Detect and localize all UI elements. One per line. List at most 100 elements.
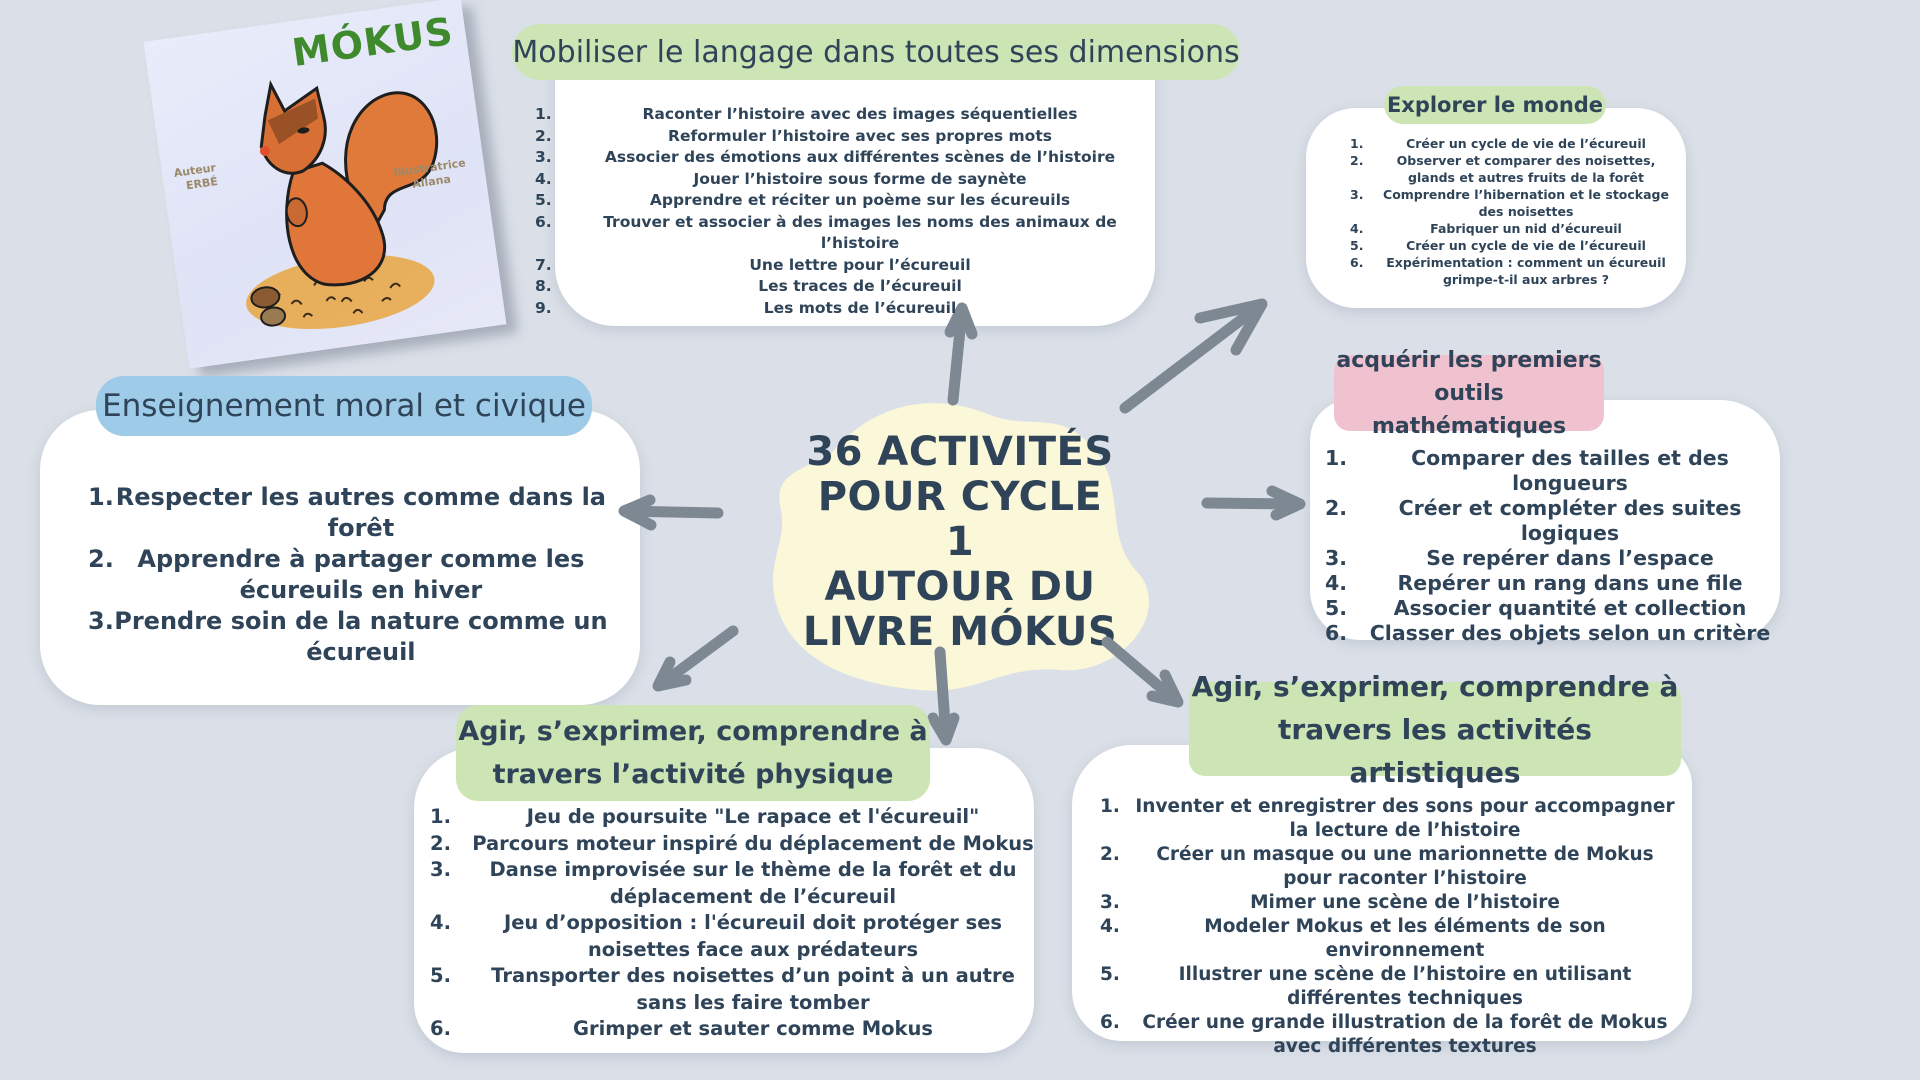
item-number: 7. <box>535 255 552 274</box>
item-number: 4. <box>430 911 451 934</box>
item-text: Transporter des noisettes d’un point à u… <box>491 964 1015 1014</box>
item-number: 9. <box>535 298 552 317</box>
item-number: 5. <box>1350 238 1364 253</box>
item-number: 8. <box>535 277 552 295</box>
center-title-line: LIVRE MÓKUS <box>802 609 1118 655</box>
item-text: Respecter les autres comme dans la forêt <box>115 483 607 542</box>
item-number: 6. <box>535 212 552 231</box>
arrow-up-icon <box>944 302 978 406</box>
explorer-title: Explorer le monde <box>1386 93 1604 117</box>
list-item: 1.Respecter les autres comme dans la for… <box>88 482 608 544</box>
artistiques-title-line: Agir, s’exprimer, comprendre à <box>1191 669 1679 703</box>
item-text: Créer un cycle de vie de l’écureuil <box>1406 136 1646 151</box>
artistiques-card <box>1072 745 1692 1041</box>
item-text: Apprendre et réciter un poème sur les éc… <box>649 191 1071 209</box>
langage-title: Mobiliser le langage dans toutes ses dim… <box>512 34 1240 70</box>
item-text: Observer et comparer des noisettes, glan… <box>1396 153 1656 185</box>
item-text: Créer et compléter des suites logiques <box>1398 496 1742 545</box>
center-blob <box>772 403 1149 691</box>
item-text: Les mots de l’écureuil <box>763 298 957 317</box>
list-item: 4.Jeu d’opposition : l'écureuil doit pro… <box>420 910 1036 963</box>
item-text: Raconter l’histoire avec des images séqu… <box>642 105 1078 123</box>
arrow-down-icon <box>927 646 960 746</box>
center-title-line: POUR CYCLE 1 <box>817 474 1103 565</box>
item-text: Associer des émotions aux différentes sc… <box>604 148 1116 166</box>
list-item: 7. Une lettre pour l’écureuil <box>535 255 1175 277</box>
item-number: 2. <box>535 126 552 145</box>
item-number: 5. <box>1325 596 1348 620</box>
item-text: Créer une grande illustration de la forê… <box>1142 1012 1668 1057</box>
moral-list: 1.Respecter les autres comme dans la for… <box>88 482 608 668</box>
item-text: Se repérer dans l’espace <box>1426 546 1714 570</box>
item-number: 3. <box>1100 892 1120 913</box>
center-title-line: AUTOUR DU <box>824 564 1096 610</box>
center-title: 36 ACTIVITÉS POUR CYCLE 1 AUTOUR DU LIVR… <box>800 430 1120 655</box>
item-text: Danse improvisée sur le thème de la forê… <box>489 858 1017 908</box>
explorer-list: 1. Créer un cycle de vie de l’écureuil 2.… <box>1350 135 1680 288</box>
item-text: Une lettre pour l’écureuil <box>749 255 971 274</box>
item-number: 5. <box>535 191 552 209</box>
item-text: Illustrer une scène de l’histoire en uti… <box>1178 964 1632 1009</box>
item-number: 6. <box>1325 621 1348 645</box>
item-text: Reformuler l’histoire avec ses propres m… <box>668 126 1052 145</box>
list-item: 1. Comparer des tailles et des longueurs <box>1325 446 1775 496</box>
list-item: 3.Comprendre l’hibernation et le stockag… <box>1350 186 1680 220</box>
artistiques-title-line: travers les activités artistiques <box>1278 712 1592 789</box>
explorer-title-pill: Explorer le monde <box>1384 86 1606 124</box>
physique-title-line: Agir, s’exprimer, comprendre à <box>458 716 928 747</box>
list-item: 5. Apprendre et réciter un poème sur les … <box>535 190 1175 212</box>
list-item: 3.Prendre soin de la nature comme un écu… <box>88 606 608 668</box>
maths-title-line: outils mathématiques <box>1371 380 1567 439</box>
list-item: 5.Créer un cycle de vie de l’écureuil <box>1350 237 1680 254</box>
moral-title-pill: Enseignement moral et civique <box>96 376 592 436</box>
item-number: 1. <box>1350 136 1364 151</box>
list-item: 3. Se repérer dans l’espace <box>1325 546 1775 571</box>
item-text: Mimer une scène de l’histoire <box>1250 892 1560 913</box>
center-blob-shape <box>772 403 1149 691</box>
item-number: 1. <box>88 483 114 511</box>
item-number: 3. <box>535 148 552 166</box>
list-item: 4. Fabriquer un nid d’écureuil <box>1350 220 1680 237</box>
item-number: 1. <box>535 105 552 123</box>
physique-title-pill: Agir, s’exprimer, comprendre à travers l… <box>456 705 930 801</box>
langage-card <box>555 68 1155 326</box>
list-item: 4.Repérer un rang dans une file <box>1325 571 1775 596</box>
item-number: 5. <box>1100 964 1120 985</box>
list-item: 5.Associer quantité et collection <box>1325 596 1775 621</box>
item-number: 4. <box>535 169 552 188</box>
item-number: 4. <box>1350 221 1364 236</box>
langage-title-pill: Mobiliser le langage dans toutes ses dim… <box>512 24 1240 80</box>
item-number: 3. <box>1350 187 1364 202</box>
center-title-line: 36 ACTIVITÉS <box>806 429 1114 475</box>
squirrel-illustration <box>246 80 439 330</box>
item-number: 1. <box>1325 446 1348 470</box>
langage-list: 1. Raconter l’histoire avec des images sé… <box>535 104 1175 319</box>
list-item: 6.Classer des objets selon un critère <box>1325 621 1775 646</box>
list-item: 6.Grimper et sauter comme Mokus <box>420 1016 1036 1043</box>
item-number: 2. <box>1325 496 1348 520</box>
physique-title-line: travers l’activité physique <box>492 759 894 790</box>
item-text: Inventer et enregistrer des sons pour ac… <box>1135 796 1675 841</box>
arrow-up-right-icon <box>1119 298 1268 414</box>
item-text: Comparer des tailles et des longueurs <box>1411 446 1729 495</box>
list-item: 2. Reformuler l’histoire avec ses propres… <box>535 126 1175 148</box>
item-number: 3. <box>1325 546 1348 570</box>
arrow-right-icon <box>1201 485 1306 521</box>
item-number: 2. <box>430 831 451 855</box>
item-number: 6. <box>1350 255 1364 270</box>
list-item: 6.Expérimentation : comment un écureuil … <box>1350 254 1680 288</box>
list-item: 2. Créer et compléter des suites logiques <box>1325 496 1775 546</box>
item-number: 3. <box>88 607 114 635</box>
list-item: 8. Les traces de l’écureuil <box>535 276 1175 298</box>
maths-list: 1.Comparer des tailles et des longueurs … <box>1325 446 1775 646</box>
arrow-down-left-icon <box>652 625 739 692</box>
item-text: Les traces de l’écureuil <box>758 277 962 295</box>
list-item: 2.Observer et comparer des noisettes, gl… <box>1350 152 1680 186</box>
item-number: 6. <box>430 1017 451 1040</box>
item-number: 4. <box>1325 571 1348 595</box>
item-text: Modeler Mokus et les éléments de son env… <box>1204 916 1606 961</box>
list-item: 3. Mimer une scène de l’histoire <box>1100 891 1680 915</box>
artistiques-title-pill: Agir, s’exprimer, comprendre à travers l… <box>1189 670 1681 789</box>
item-text: Fabriquer un nid d’écureuil <box>1430 221 1622 236</box>
